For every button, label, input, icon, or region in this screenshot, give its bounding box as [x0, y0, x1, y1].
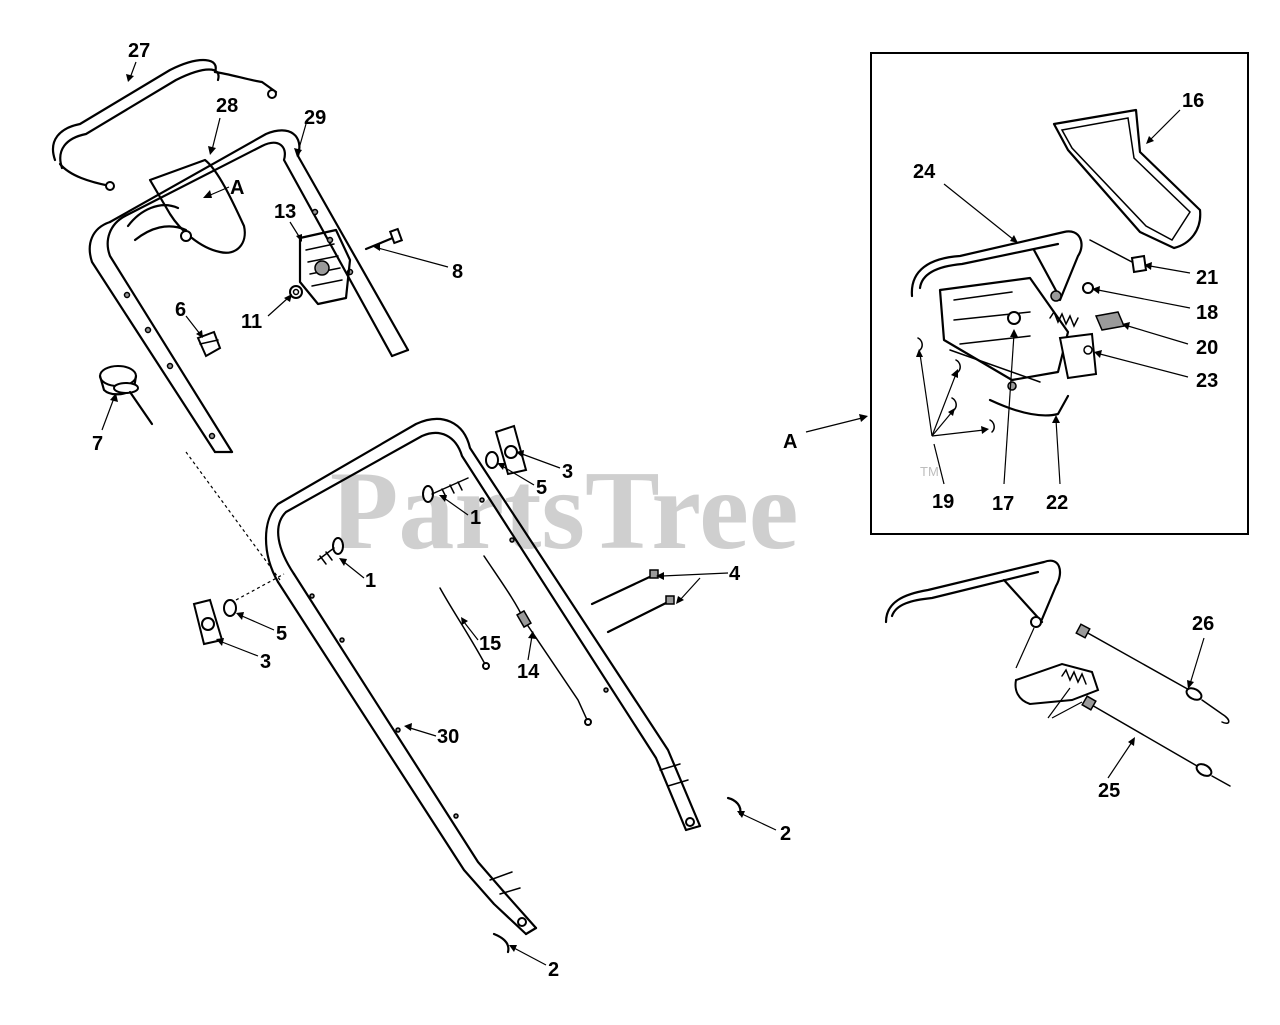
bracket-plate	[938, 276, 1070, 382]
watermark-trademark: TM	[920, 464, 939, 479]
callout-a-upper: A	[230, 177, 244, 199]
part-5-washer-upper	[485, 451, 499, 469]
part-23-bracket	[1058, 332, 1098, 380]
callout-16: 16	[1182, 90, 1204, 112]
part-6-wing-nut	[196, 330, 222, 358]
part-4-cable-ties	[590, 569, 675, 634]
part-2-clip-bottom	[492, 932, 510, 954]
callout-labels: 27 28 29 A 13 8 11 6 7 3 5 1 1 4 15 14 5…	[92, 40, 1218, 981]
callout-27: 27	[128, 40, 150, 62]
callout-13: 13	[274, 201, 296, 223]
part-8-bolt	[364, 227, 404, 251]
callout-11: 11	[241, 311, 262, 333]
part-30-lower-handle	[264, 418, 702, 936]
callout-15: 15	[479, 633, 501, 655]
lever-assembly-right	[884, 559, 1062, 628]
part-15-cable	[439, 587, 490, 670]
part-20-spacer	[1094, 311, 1126, 331]
part-21-bolt	[1130, 254, 1148, 274]
watermark: PartsTree	[330, 449, 799, 573]
callout-8: 8	[452, 261, 463, 283]
part-27-control-bail	[52, 58, 278, 191]
part-3-knob-lower	[192, 598, 224, 646]
callout-3-upper: 3	[562, 461, 573, 483]
callout-3-lower: 3	[260, 651, 271, 673]
part-25-cable	[1081, 695, 1231, 787]
callout-17: 17	[992, 493, 1014, 515]
callout-14: 14	[517, 661, 540, 683]
part-24-lever	[910, 230, 1083, 302]
part-7-knob-bolt	[98, 365, 154, 426]
callout-6: 6	[175, 299, 186, 321]
callout-24: 24	[913, 161, 936, 183]
part-1-carriage-bolt-upper	[422, 477, 469, 503]
part-1-carriage-bolt-lower	[317, 537, 344, 565]
part-11-nut	[289, 285, 303, 299]
callout-1-lower: 1	[365, 570, 376, 592]
callout-2-bottom: 2	[548, 959, 559, 981]
part-26-cable	[1075, 623, 1230, 725]
callout-25: 25	[1098, 780, 1120, 802]
callout-4: 4	[729, 563, 741, 585]
callout-a-detail: A	[783, 431, 797, 453]
callout-22: 22	[1046, 492, 1068, 514]
part-5-washer-lower	[223, 599, 237, 617]
callout-29: 29	[304, 107, 326, 129]
part-18-nut	[1082, 282, 1094, 294]
part-19-pins	[917, 337, 995, 433]
callout-30: 30	[437, 726, 459, 748]
part-28-handle-cover	[126, 158, 246, 254]
assembly-line	[185, 451, 285, 601]
leader-lines	[101, 61, 1205, 966]
callout-21: 21	[1196, 267, 1218, 289]
callout-28: 28	[216, 95, 238, 117]
part-22-rod	[988, 394, 1070, 417]
part-13-control-housing	[298, 228, 352, 306]
callout-18: 18	[1196, 302, 1218, 324]
callout-19: 19	[932, 491, 954, 513]
callout-20: 20	[1196, 337, 1218, 359]
part-16-shield	[1052, 108, 1202, 250]
part-14-cable	[483, 555, 592, 726]
part-29-upper-handle	[88, 129, 410, 454]
spring	[1049, 310, 1079, 328]
callout-1-upper: 1	[470, 507, 481, 529]
callout-2-right: 2	[780, 823, 791, 845]
callout-7: 7	[92, 433, 103, 455]
callout-23: 23	[1196, 370, 1218, 392]
callout-26: 26	[1192, 613, 1214, 635]
callout-5-lower: 5	[276, 623, 287, 645]
detail-box-a	[870, 52, 1249, 535]
callout-5-upper: 5	[536, 477, 547, 499]
control-block	[1014, 662, 1100, 706]
